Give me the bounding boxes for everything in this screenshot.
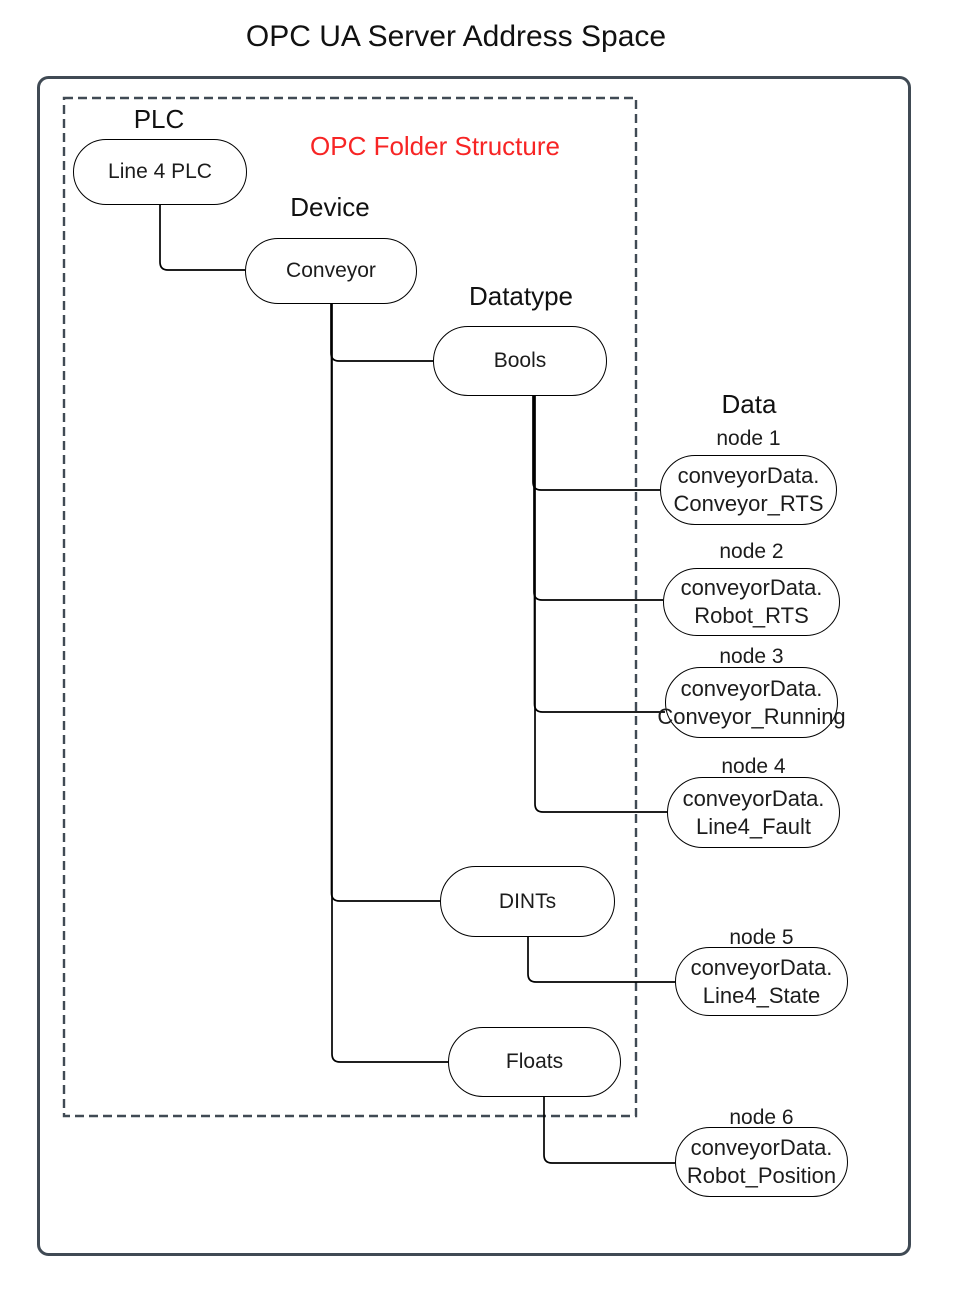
node1-caption: node 1 [716, 427, 781, 450]
node2-line1: conveyorData. [680, 575, 823, 600]
node6-line1: conveyorData. [690, 1135, 833, 1160]
heading-datatype: Datatype [468, 281, 574, 311]
node3-line1: conveyorData. [680, 675, 823, 701]
node6-pill: conveyorData. Robot_Position [675, 1127, 848, 1197]
node3-caption: node 3 [719, 645, 784, 668]
device-node-pill: Conveyor [245, 238, 417, 304]
node2-pill: conveyorData. Robot_RTS [663, 568, 840, 636]
node5-pill: conveyorData. Line4_State [675, 947, 848, 1016]
node6-caption: node 6 [729, 1106, 794, 1129]
connector-floats-to-node6 [543, 1097, 675, 1164]
node5-caption: node 5 [729, 926, 794, 949]
node5-line2: Line4_State [702, 982, 821, 1008]
node2-line2: Robot_RTS [694, 603, 809, 628]
plc-node-pill: Line 4 PLC [73, 139, 247, 205]
connector-bools-to-node1 [532, 396, 660, 491]
connector-bools-to-node2 [533, 396, 663, 601]
connector-conveyor-to-bools [330, 304, 433, 362]
node1-line2: Conveyor_RTS [673, 491, 824, 516]
connector-group [159, 205, 675, 1164]
datatype-dints-label: DINTs [498, 889, 557, 913]
datatype-floats-label: Floats [505, 1050, 564, 1073]
node4-line2: Line4_Fault [696, 813, 811, 839]
datatype-dints-pill: DINTs [440, 866, 615, 937]
node3-line2: Conveyor_Running [657, 703, 846, 729]
datatype-bools-label: Bools [493, 349, 547, 372]
plc-node-label: Line 4 PLC [108, 160, 212, 183]
heading-device: Device [290, 192, 370, 222]
node4-pill: conveyorData. Line4_Fault [667, 777, 840, 848]
node1-pill: conveyorData. Conveyor_RTS [660, 455, 837, 525]
datatype-bools-pill: Bools [433, 326, 607, 396]
opc-folder-structure-label: OPC Folder Structure [310, 131, 560, 161]
node2-caption: node 2 [719, 540, 784, 563]
connector-plc-to-conveyor [159, 205, 245, 271]
connector-dints-to-node5 [527, 937, 675, 983]
diagram-title: OPC UA Server Address Space [245, 20, 667, 53]
node6-line2: Robot_Position [686, 1163, 837, 1188]
node4-line1: conveyorData. [682, 785, 825, 811]
datatype-floats-pill: Floats [448, 1027, 621, 1097]
heading-plc: PLC [133, 104, 185, 134]
node4-caption: node 4 [721, 755, 786, 778]
connector-conveyor-to-dints [330, 304, 440, 902]
node1-line1: conveyorData. [677, 463, 820, 488]
node3-pill: conveyorData. Conveyor_Running [657, 667, 846, 738]
heading-data: Data [721, 389, 777, 419]
opc-folder-dashed-frame [62, 96, 638, 1118]
node5-line1: conveyorData. [690, 954, 833, 980]
connector-bools-to-node3 [533, 396, 665, 713]
outer-frame [37, 76, 911, 1256]
connector-conveyor-to-floats [331, 304, 448, 1063]
device-node-label: Conveyor [286, 259, 376, 282]
connector-bools-to-node4 [534, 396, 667, 813]
